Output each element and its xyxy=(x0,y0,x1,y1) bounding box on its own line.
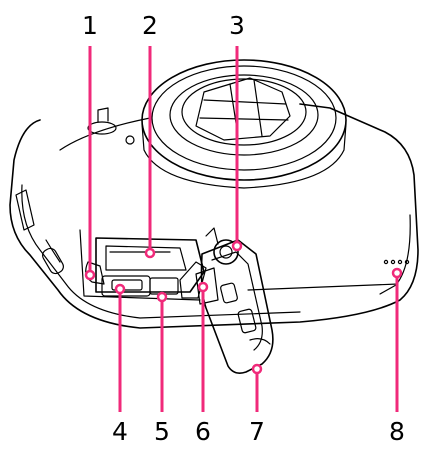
leader-dot-7 xyxy=(251,363,263,375)
leader-dot-5 xyxy=(156,291,168,303)
callout-3: 3 xyxy=(229,11,245,40)
callout-5: 5 xyxy=(154,417,170,446)
callout-1: 1 xyxy=(82,11,98,40)
camera-illustration xyxy=(9,59,419,374)
callout-leaders xyxy=(84,46,403,412)
leader-dot-2 xyxy=(144,247,156,259)
leader-dot-1 xyxy=(84,269,96,281)
callout-8: 8 xyxy=(389,417,405,446)
callout-labels: 1 2 3 4 5 6 7 8 xyxy=(82,11,405,446)
leader-dot-3 xyxy=(231,240,243,252)
leader-dot-4 xyxy=(114,283,126,295)
leader-dot-6 xyxy=(197,281,209,293)
callout-7: 7 xyxy=(249,417,265,446)
leader-dot-8 xyxy=(391,267,403,279)
callout-6: 6 xyxy=(195,417,211,446)
callout-4: 4 xyxy=(112,417,128,446)
callout-2: 2 xyxy=(142,11,158,40)
